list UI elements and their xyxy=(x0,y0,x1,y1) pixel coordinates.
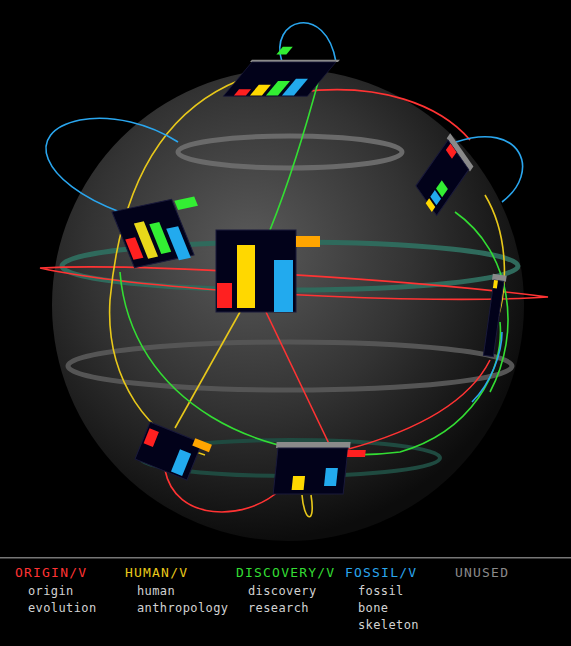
legend-word: skeleton xyxy=(358,617,419,633)
glyph xyxy=(481,274,506,357)
legend-word: discovery xyxy=(248,583,317,599)
legend-heading: HUMAN/V xyxy=(125,565,188,580)
legend-word-text: research xyxy=(248,601,309,615)
orbit-curve xyxy=(300,90,470,140)
orbit-curve xyxy=(280,23,336,62)
glyph-bar xyxy=(282,79,308,96)
glyph-box xyxy=(135,422,202,480)
glyph-bar xyxy=(324,468,338,486)
legend-swatch: FOSSIL/V xyxy=(345,565,417,581)
glyph-bar xyxy=(426,198,436,212)
glyph-bar xyxy=(296,236,320,247)
glyph-box xyxy=(112,199,194,267)
glyph-bar xyxy=(493,280,498,288)
legend-swatch: UNUSED xyxy=(455,565,509,581)
glyph-bar xyxy=(276,47,292,55)
legend-swatch: DISCOVERY/V xyxy=(236,565,335,581)
latitude-ring xyxy=(68,342,512,390)
legend-heading: UNUSED xyxy=(455,565,509,580)
glyph-edge xyxy=(250,60,340,62)
glyph-bar xyxy=(292,476,305,490)
legend-word-text: evolution xyxy=(28,601,97,615)
glyph-box xyxy=(273,448,348,494)
glyph-bar xyxy=(347,450,366,457)
legend-word-text: skeleton xyxy=(358,618,419,632)
glyph xyxy=(135,420,212,484)
latitude-ring xyxy=(178,136,402,168)
orbit-curve xyxy=(46,118,178,212)
legend-word: fossil xyxy=(358,583,404,599)
legend-swatch: HUMAN/V xyxy=(125,565,188,581)
legend-word: human xyxy=(137,583,175,599)
glyph-box xyxy=(416,140,469,216)
glyph xyxy=(221,47,350,96)
glyph-bar xyxy=(149,222,171,254)
glyph-bar xyxy=(171,449,191,476)
orbit-curve xyxy=(266,312,332,450)
glyph-bar xyxy=(125,237,143,260)
legend-word-text: anthropology xyxy=(137,601,229,615)
legend-swatch: ORIGIN/V xyxy=(15,565,87,581)
glyph-box xyxy=(483,280,503,357)
legend-word: bone xyxy=(358,600,389,616)
orbit-curve xyxy=(345,360,490,450)
glyph-box xyxy=(216,230,296,312)
glyph-bar xyxy=(446,143,457,158)
glyph-bar xyxy=(274,260,293,312)
glyph xyxy=(271,442,366,494)
legend-word-text: fossil xyxy=(358,584,404,598)
orbit-curve xyxy=(120,272,500,455)
legend-rule xyxy=(0,557,571,559)
legend-word: research xyxy=(248,600,309,616)
glyph-bar xyxy=(174,197,198,210)
legend-word-text: bone xyxy=(358,601,389,615)
legend-heading: DISCOVERY/V xyxy=(236,565,335,580)
glyph-bar xyxy=(166,226,191,260)
legend-word-text: human xyxy=(137,584,175,598)
glyph-edge xyxy=(276,442,351,448)
glyph-bar xyxy=(192,438,212,452)
sphere xyxy=(52,69,524,541)
orbit-curve xyxy=(270,75,320,230)
legend-heading: ORIGIN/V xyxy=(15,565,87,580)
orbit-curve xyxy=(302,495,312,517)
glyph xyxy=(112,195,217,270)
legend-word: anthropology xyxy=(137,600,229,616)
legend-heading: FOSSIL/V xyxy=(345,565,417,580)
glyph-bar xyxy=(144,428,159,447)
legend-word-text: origin xyxy=(28,584,74,598)
glyph xyxy=(216,230,320,312)
orbit-curve xyxy=(175,312,240,428)
glyph-bar xyxy=(237,245,255,308)
glyph-box xyxy=(223,62,336,96)
legend-word: origin xyxy=(28,583,74,599)
legend-word-text: discovery xyxy=(248,584,317,598)
glyph-bar xyxy=(217,283,232,308)
glyph xyxy=(414,133,474,219)
glyph-bar xyxy=(234,89,251,95)
legend-word: evolution xyxy=(28,600,97,616)
orbit-curve xyxy=(455,212,508,392)
